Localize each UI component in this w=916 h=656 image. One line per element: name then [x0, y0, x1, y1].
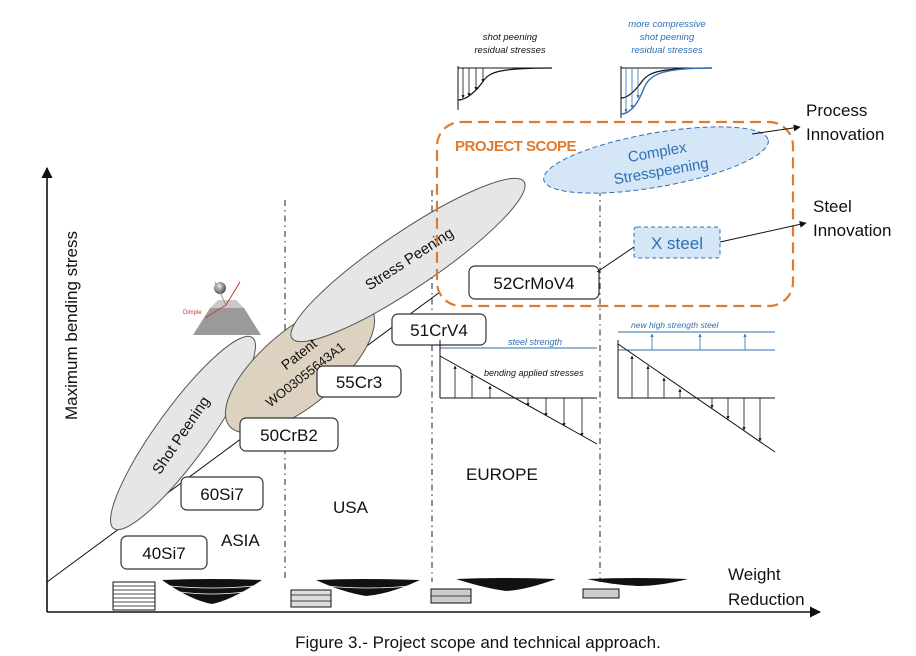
inset-sp-line2: residual stresses — [474, 45, 546, 56]
project-scope-label: PROJECT SCOPE — [455, 138, 577, 155]
inset-sp-curve — [457, 66, 553, 110]
steel-label-52crmov4: 52CrMoV4 — [493, 274, 574, 293]
region-usa: USA — [333, 498, 369, 517]
process-innovation-arrow — [751, 124, 801, 135]
inset-sp-line1: shot peening — [483, 32, 538, 43]
x-axis-label-line2: Reduction — [728, 590, 805, 609]
steel-innovation-line1: Steel — [813, 197, 852, 216]
project-scope-box — [435, 120, 795, 308]
figure-caption: Figure 3.- Project scope and technical a… — [295, 633, 661, 652]
region-europe: EUROPE — [466, 465, 538, 484]
leaf-spring-asia — [112, 579, 262, 611]
inset-new-steel — [617, 331, 776, 453]
process-innovation-line2: Innovation — [806, 125, 884, 144]
inset-mc-line3: residual stresses — [631, 45, 703, 56]
inset-new-steel-label: new high strength steel — [631, 320, 720, 330]
leaf-spring-usa — [290, 579, 420, 608]
steel-box-52crmov4 — [468, 265, 600, 300]
x-steel-box — [633, 226, 721, 259]
y-axis-label: Maximum bending stress — [62, 231, 81, 420]
inset-mc-line1: more compressive — [628, 19, 706, 30]
steel-innovation-line2: Innovation — [813, 221, 891, 240]
x-axis-label-line1: Weight — [728, 565, 781, 584]
steel-box-51crv4 — [391, 313, 487, 346]
inset-steel-strength: steel strength — [508, 337, 562, 347]
x-steel-label: X steel — [651, 234, 703, 253]
steel-label-51crv4: 51CrV4 — [410, 321, 468, 340]
steel-box-50crb2 — [239, 417, 339, 452]
dimple-label: Dimple — [183, 310, 202, 316]
inset-bending-label: bending applied stresses — [484, 368, 584, 378]
shot-ball-icon — [214, 282, 226, 294]
steel-label-60si7: 60Si7 — [200, 485, 243, 504]
stress-peening-ellipse — [290, 177, 526, 343]
shot-peening-ellipse — [110, 335, 256, 531]
inset-mc-line2: shot peening — [640, 32, 695, 43]
complex-stresspeening-ellipse — [543, 126, 769, 194]
steel-label-55cr3: 55Cr3 — [336, 373, 382, 392]
inset-bending-europe — [439, 340, 598, 445]
leaf-spring-future — [582, 578, 688, 599]
process-innovation-line1: Process — [806, 101, 867, 120]
x-steel-connector — [596, 246, 635, 273]
steel-label-50crb2: 50CrB2 — [260, 426, 318, 445]
steel-box-40si7 — [120, 535, 208, 570]
steel-innovation-arrow — [719, 220, 807, 243]
steel-box-55cr3 — [316, 365, 402, 398]
region-asia: ASIA — [221, 531, 260, 550]
shot-peening-illustration — [193, 281, 261, 335]
steel-label-40si7: 40Si7 — [142, 544, 185, 563]
leaf-spring-europe — [430, 578, 556, 604]
inset-mc-curve — [620, 66, 713, 118]
steel-box-60si7 — [180, 476, 264, 511]
